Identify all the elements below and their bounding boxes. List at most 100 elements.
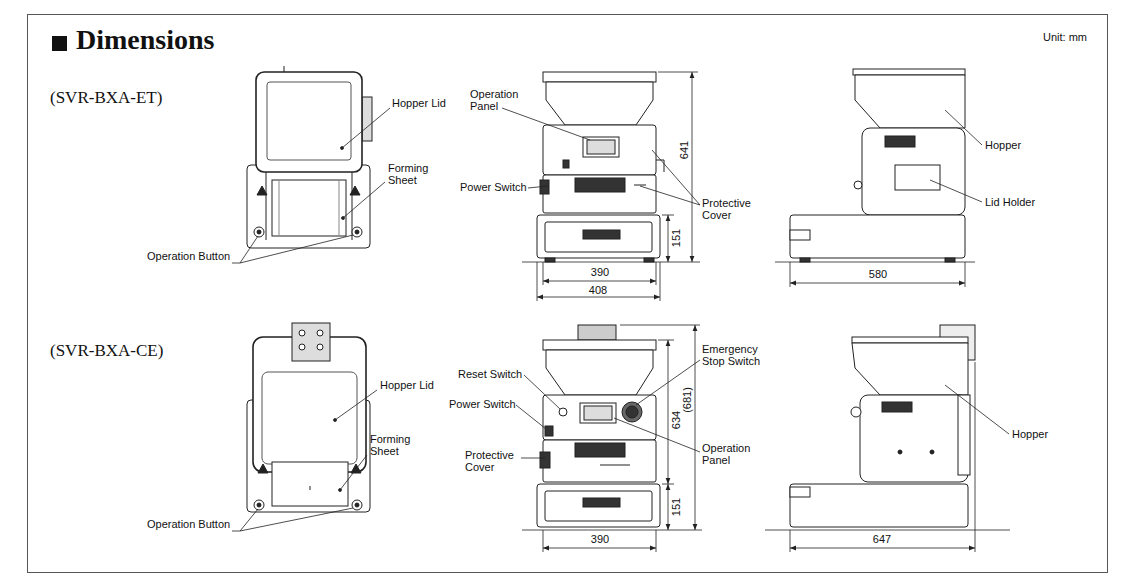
et-front-view-part [575, 178, 625, 192]
leader-lines-part [945, 110, 982, 145]
model-name: (SVR-BXA-ET) [50, 88, 162, 107]
ce-front-view-part [583, 498, 620, 507]
et-front-dimensions-part [656, 262, 657, 285]
et-front-view-part [543, 72, 656, 82]
part-label: Power Switch [449, 398, 516, 410]
ce-front-view-part [626, 406, 638, 418]
ce-front-view-part [543, 440, 656, 482]
leader-lines-part [232, 509, 258, 531]
ce-front-dimensions-part [656, 530, 657, 552]
et-side-view-part [855, 75, 965, 128]
et-side-view-part [895, 165, 940, 190]
ce-side-view-part [852, 337, 968, 343]
et-front-view-part [543, 175, 656, 213]
ce-front-view-part [540, 452, 550, 468]
et-top-view-part [266, 172, 267, 240]
part-label: Forming Sheet [370, 433, 422, 458]
et-side-dimensions-part [790, 283, 965, 284]
dimension-value: 390 [590, 533, 610, 545]
et-front-dimensions-part [543, 262, 544, 285]
ce-side-dimensions [790, 362, 975, 552]
et-front-dimensions-part [543, 281, 656, 282]
ce-side-view-part [898, 450, 902, 454]
et-top-view-part [267, 82, 351, 160]
ce-front-view-part [522, 530, 702, 531]
ce-top-view-part [292, 323, 330, 361]
ce-front-view-part [600, 465, 630, 466]
part-label: Hopper [985, 139, 1021, 151]
leader-lines-part [343, 182, 385, 218]
ce-top-view-part [257, 503, 261, 507]
leader-lines-part [341, 147, 344, 150]
ce-front-view-part [545, 491, 652, 521]
part-label: Reset Switch [458, 368, 522, 380]
ce-top-view-part [355, 503, 359, 507]
leader-lines-part [340, 455, 367, 490]
ce-front-view-part [543, 340, 656, 350]
leader-lines-part [521, 458, 545, 459]
leader-lines-part [528, 186, 548, 188]
et-side-view-part [790, 215, 965, 258]
et-side-view-part [885, 136, 915, 147]
et-front-dimensions [537, 72, 698, 301]
ce-top-view-part [310, 486, 311, 490]
dimension-value: 151 [670, 497, 682, 517]
part-label: Operation Panel [470, 88, 525, 113]
et-top-view-part [254, 227, 264, 237]
et-front-dimensions-part [692, 72, 693, 262]
ce-top-view-part [352, 500, 362, 510]
et-top-view-part [352, 227, 362, 237]
et-front-dimensions-part [537, 297, 660, 298]
ce-side-view-part [882, 402, 912, 412]
et-top-view-part [256, 72, 362, 172]
et-side-view-part [790, 230, 810, 240]
leader-lines-part [240, 508, 353, 531]
et-front-view-part [522, 262, 700, 263]
et-front-view-part [563, 160, 569, 168]
dimension-value: 408 [588, 284, 608, 296]
et-front-view-part [587, 140, 615, 154]
ce-top-view-part [262, 372, 357, 464]
leader-lines-part [335, 390, 377, 420]
et-top-view-part [350, 186, 360, 195]
part-label: Hopper Lid [380, 379, 434, 391]
ce-front-dimensions-part [658, 340, 674, 341]
part-label: Hopper Lid [392, 97, 446, 109]
title-bullet [52, 36, 67, 51]
part-label: Operation Button [147, 250, 230, 262]
leader-lines-part [516, 405, 546, 429]
ce-front-view-part [546, 350, 653, 395]
et-front-view-part [546, 82, 653, 125]
ce-front-dimensions-part [668, 484, 669, 530]
part-label: Operation Panel [702, 442, 757, 467]
part-label: Emergency Stop Switch [702, 343, 772, 368]
et-front-dimensions-part [537, 262, 538, 301]
et-side-view-part [862, 128, 965, 215]
ce-top-view-part [258, 464, 268, 473]
page-title: Dimensions [76, 24, 214, 56]
leader-lines-part [652, 150, 700, 205]
ce-front-view-part [580, 403, 616, 423]
ce-front-view [522, 325, 702, 530]
part-label: Lid Holder [985, 196, 1035, 208]
et-top-view-part [272, 180, 346, 236]
part-label: Protective Cover [465, 449, 520, 474]
et-front-dimensions-part [668, 215, 669, 262]
ce-front-dimensions-part [620, 325, 700, 326]
ce-top-view-part [254, 500, 264, 510]
et-top-view-part [284, 66, 285, 72]
et-front-view-part [583, 137, 619, 157]
et-front-view-part [545, 222, 652, 252]
et-side-view [775, 69, 975, 262]
part-label: Operation Button [147, 518, 230, 530]
page-frame [28, 15, 1108, 573]
ce-front-dimensions [543, 325, 700, 552]
ce-front-view-part [584, 406, 612, 420]
et-front-view [522, 72, 700, 262]
ce-front-dimensions-part [543, 548, 656, 549]
dimension-value: 580 [868, 268, 888, 280]
unit-note: Unit: mm [1043, 31, 1087, 43]
leader-lines-part [342, 108, 390, 148]
ce-side-view-part [860, 395, 968, 482]
